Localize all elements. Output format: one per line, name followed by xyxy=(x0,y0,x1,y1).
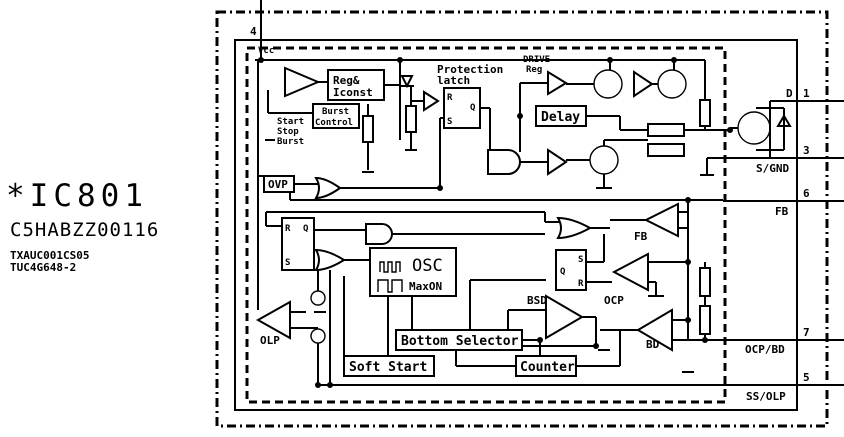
bd-comparator xyxy=(636,308,673,352)
olp-label: OLP xyxy=(260,334,280,347)
and-gate xyxy=(487,149,521,175)
and-gate-2 xyxy=(365,223,393,245)
reg-amp xyxy=(284,66,321,98)
bsd-label: BSD xyxy=(527,294,547,307)
pin-1-number: 1 xyxy=(803,87,810,100)
svg-text:R: R xyxy=(447,93,453,103)
svg-text:S: S xyxy=(578,255,583,265)
ocp-comparator xyxy=(611,252,649,292)
control-label: Control xyxy=(315,118,353,128)
svg-text:Q: Q xyxy=(560,267,566,277)
reg-label: Reg& xyxy=(333,74,360,87)
svg-text:Q: Q xyxy=(303,224,309,234)
power-mosfet xyxy=(737,111,771,145)
iconst-label: Iconst xyxy=(333,86,373,99)
drive-label: DRIVE xyxy=(523,55,550,65)
pin-4-number: 4 xyxy=(250,25,257,38)
or-gate-2 xyxy=(314,248,346,272)
burst2-label: Burst xyxy=(277,137,304,147)
rs-latch xyxy=(281,217,315,271)
pin-7-label: OCP/BD xyxy=(745,343,785,356)
pin-1-label: D xyxy=(786,87,793,100)
ocp-label: OCP xyxy=(604,294,624,307)
fb-label: FB xyxy=(634,230,648,243)
fb-amp xyxy=(643,202,679,238)
ic-alt-part-1: TXAUC001CS05 xyxy=(10,249,90,262)
ovp-label: OVP xyxy=(268,178,288,191)
latch-label: latch xyxy=(437,74,470,87)
pin-3-number: 3 xyxy=(803,144,810,157)
junctions xyxy=(315,57,708,388)
pin-leads xyxy=(723,100,844,386)
bsd-amp xyxy=(545,294,584,340)
bd-label: BD xyxy=(646,338,660,351)
ocp-latch xyxy=(555,249,587,291)
ic-alt-part-2: TUC4G648-2 xyxy=(10,261,77,274)
pin-5-number: 5 xyxy=(803,371,810,384)
counter-label: Counter xyxy=(520,360,575,375)
ic-part-number: C5HABZZ00116 xyxy=(10,219,160,241)
pin-6-label: FB xyxy=(775,205,789,218)
maxon-label: MaxON xyxy=(409,280,442,293)
pin-5-label: SS/OLP xyxy=(746,390,786,403)
soft-start-label: Soft Start xyxy=(349,360,427,375)
or-gate-fb xyxy=(556,216,593,240)
burst-control-block xyxy=(312,103,360,129)
svg-text:R: R xyxy=(285,224,291,234)
ic-name: *IC801 xyxy=(6,178,148,214)
svg-text:Q: Q xyxy=(470,103,476,113)
or-gate-ovp xyxy=(314,176,342,200)
chip-frame xyxy=(234,39,798,411)
olp-amp xyxy=(255,300,291,340)
ground-symbols xyxy=(265,139,694,373)
osc-block xyxy=(369,247,457,297)
bottom-selector-label: Bottom Selector xyxy=(401,334,519,349)
package-outline xyxy=(215,10,829,428)
drive-reg-label: Reg xyxy=(526,65,542,75)
protection-latch-block xyxy=(443,87,481,129)
protection-label: Protection xyxy=(437,63,503,76)
svg-text:S: S xyxy=(447,117,452,127)
stop-label: Stop xyxy=(277,127,299,137)
pin-6-number: 6 xyxy=(803,187,810,200)
svg-text:S: S xyxy=(285,258,290,268)
burst-label: Burst xyxy=(322,107,349,117)
delay-label: Delay xyxy=(541,110,580,125)
svg-text:R: R xyxy=(578,279,584,289)
pin-3-label: S/GND xyxy=(756,162,789,175)
pin-7-number: 7 xyxy=(803,326,810,339)
osc-label: OSC xyxy=(412,256,443,276)
control-ic-boundary xyxy=(245,46,727,404)
start-label: Start xyxy=(277,117,304,127)
pin-4-label: Vcc xyxy=(258,46,274,56)
